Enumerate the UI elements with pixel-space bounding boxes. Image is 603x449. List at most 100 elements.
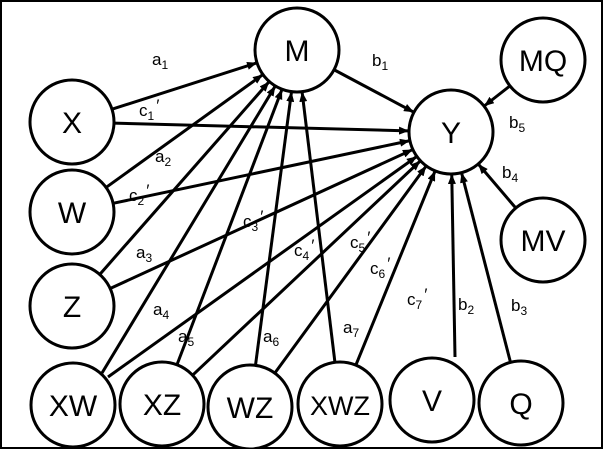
edge-label-b3: b3 [511, 296, 527, 318]
edge-label-subscript: 6 [379, 267, 386, 281]
edge-label-symbol: a [152, 50, 162, 69]
edge-x-to-y-arrow [113, 121, 410, 135]
edge-label-symbol: a [153, 300, 163, 319]
edge-label-symbol: c [139, 101, 148, 120]
edge-xz-to-m-arrow [175, 89, 284, 366]
edge-label-c6-prime: c6′ [370, 254, 390, 281]
edge-label-subscript: 1 [381, 59, 388, 73]
node-v: V [388, 356, 476, 444]
edge-label-subscript: 7 [352, 326, 359, 340]
edge-label-symbol: a [155, 147, 165, 166]
node-x: X [28, 78, 116, 166]
node-label: WZ [227, 392, 274, 425]
edge-label-a1: a1 [152, 50, 168, 72]
edge-xw-to-m-arrow [100, 85, 277, 374]
edge-w-to-y-arrow [112, 138, 410, 205]
node-circle [118, 360, 206, 448]
edge-label-subscript: 4 [162, 308, 169, 322]
edge-label-subscript: 2 [164, 155, 171, 169]
edges-layer [98, 61, 517, 379]
edge-wz-to-y-arrow [273, 165, 427, 374]
edge-label-a2: a2 [155, 147, 171, 169]
edge-label-prime: ′ [387, 254, 390, 273]
node-xwz: XWZ [296, 360, 384, 448]
edge-label-symbol: b [458, 295, 467, 314]
edge-label-symbol: a [136, 243, 146, 262]
node-y: Y [407, 88, 495, 176]
edge-xwz-to-y-arrow [354, 170, 437, 366]
edge-label-subscript: 4 [303, 249, 310, 263]
edge-label-b5: b5 [509, 113, 525, 135]
edge-label-symbol: c [294, 241, 303, 260]
node-circle [388, 356, 476, 444]
edge-label-c2-prime: c2′ [129, 181, 149, 208]
node-label: XWZ [310, 391, 370, 421]
edge-label-c7-prime: c7′ [407, 285, 427, 312]
edge-m-to-y-arrow [333, 68, 414, 114]
node-circle [28, 168, 116, 256]
edge-label-symbol: a [343, 318, 353, 337]
node-label: XW [49, 390, 98, 423]
edge-wz-to-m-arrow [253, 91, 295, 366]
node-z: Z [28, 262, 116, 350]
node-label: MQ [519, 45, 567, 78]
node-w: W [28, 168, 116, 256]
node-mq: MQ [499, 16, 587, 104]
edge-label-symbol: c [370, 259, 379, 278]
edge-label-c1-prime: c1′ [139, 96, 159, 123]
edge-label-a5: a5 [178, 327, 194, 349]
node-m: M [253, 6, 341, 94]
node-label: M [285, 35, 310, 68]
edge-label-subscript: 1 [161, 58, 168, 72]
edge-label-subscript: 2 [467, 303, 474, 317]
edge-label-symbol: b [511, 296, 520, 315]
edge-label-c3-prime: c3′ [243, 207, 263, 234]
node-label: Z [63, 291, 81, 324]
edge-label-prime: ′ [311, 236, 314, 255]
edge-label-subscript: 5 [518, 121, 525, 135]
edge-label-prime: ′ [260, 207, 263, 226]
edge-label-symbol: c [407, 290, 416, 309]
node-circle [253, 6, 341, 94]
node-mv: MV [499, 196, 587, 284]
edge-v-to-y-arrow [447, 173, 457, 358]
edge-z-to-y-arrow [109, 148, 413, 290]
edge-label-a6: a6 [263, 327, 279, 349]
edge-label-b1: b1 [372, 51, 388, 73]
edge-label-symbol: c [243, 212, 252, 231]
edge-label-subscript: 5 [359, 241, 366, 255]
edge-label-subscript: 2 [138, 194, 145, 208]
node-xz: XZ [118, 360, 206, 448]
node-circle [499, 16, 587, 104]
edge-label-symbol: c [350, 233, 359, 252]
edge-w-to-m-arrow [105, 73, 263, 189]
edge-mv-to-y-arrow [477, 163, 517, 210]
edge-label-b2: b2 [458, 295, 474, 317]
node-label: Q [509, 388, 532, 421]
edge-label-subscript: 5 [187, 335, 194, 349]
edge-label-symbol: b [509, 113, 518, 132]
edge-label-subscript: 3 [145, 251, 152, 265]
edge-label-subscript: 1 [148, 109, 155, 123]
node-circle [407, 88, 495, 176]
edge-mq-to-y-arrow [483, 84, 511, 107]
edge-label-prime: ′ [146, 181, 149, 200]
node-circle [499, 196, 587, 284]
edge-label-prime: ′ [367, 228, 370, 247]
node-label: X [62, 107, 82, 140]
node-circle [206, 363, 294, 449]
edge-label-a7: a7 [343, 318, 359, 340]
edge-label-subscript: 4 [511, 171, 518, 185]
node-label: W [58, 197, 87, 230]
edge-q-to-y-arrow [460, 172, 512, 363]
node-circle [477, 359, 565, 447]
edge-label-symbol: c [129, 186, 138, 205]
node-circle [28, 78, 116, 166]
edge-label-subscript: 6 [272, 335, 279, 349]
edge-label-subscript: 3 [520, 304, 527, 318]
node-label: Y [441, 117, 461, 150]
edge-xw-to-y-arrow [107, 155, 417, 379]
node-label: XZ [143, 389, 181, 422]
edge-xz-to-y-arrow [191, 160, 421, 377]
